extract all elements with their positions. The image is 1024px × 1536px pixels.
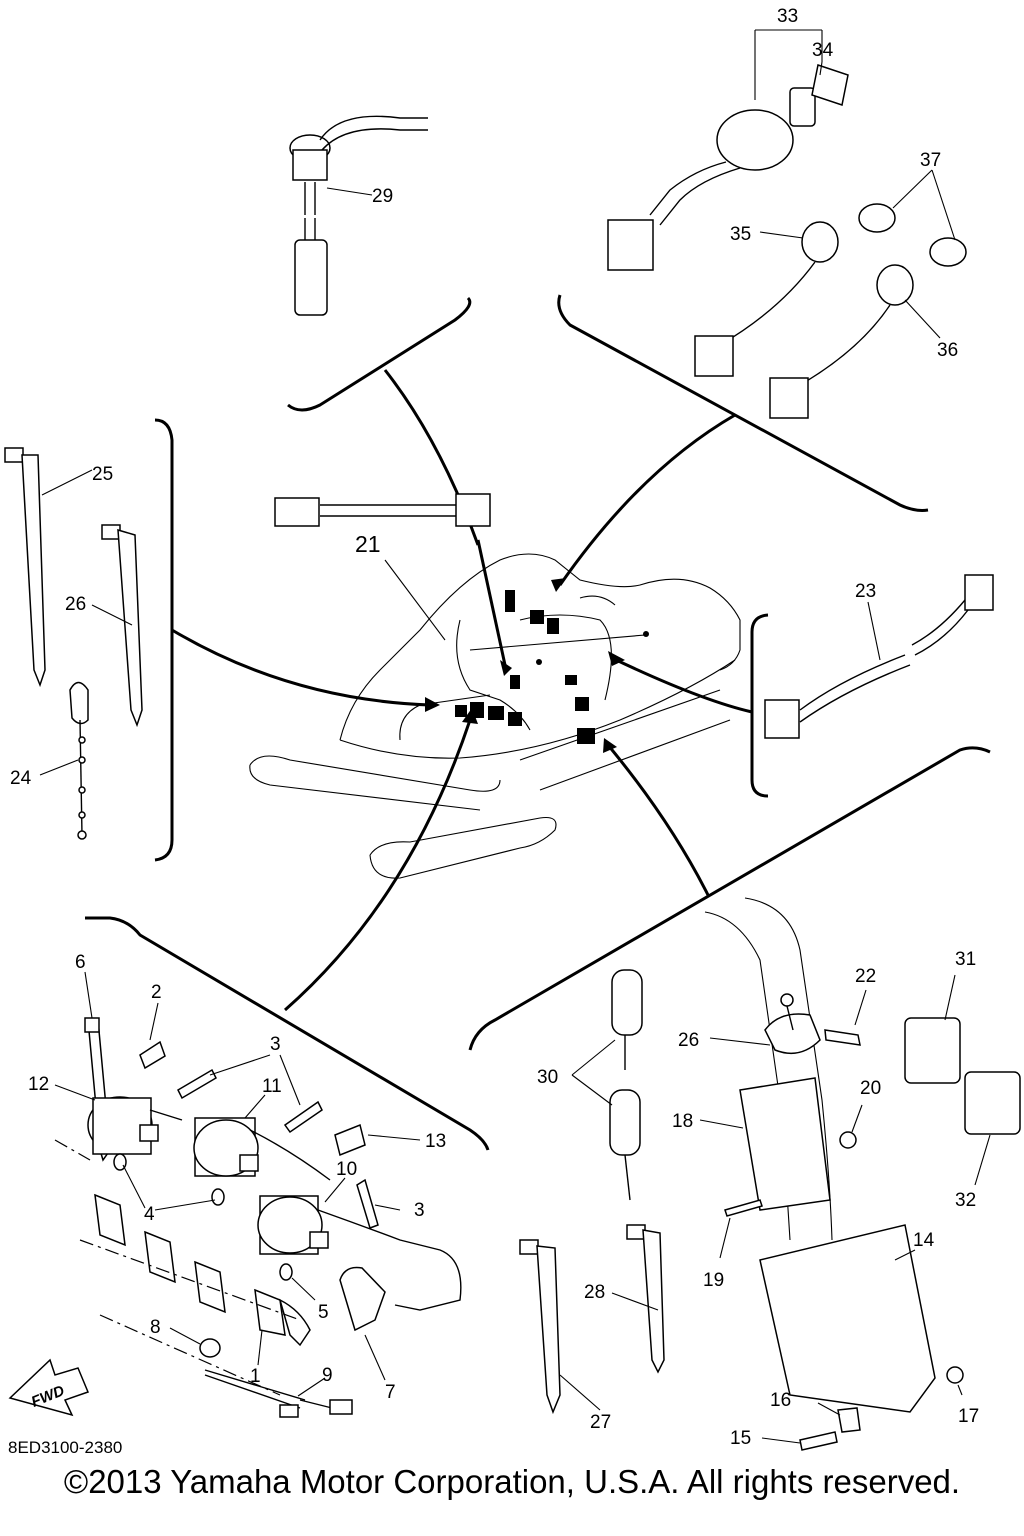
switch-36	[769, 264, 941, 419]
callout-32: 32	[955, 1190, 976, 1211]
callout-26-right: 26	[678, 1030, 699, 1051]
callout-3: 3	[270, 1034, 281, 1055]
callout-29: 29	[372, 186, 393, 207]
callout-1: 1	[250, 1366, 261, 1387]
callout-5: 5	[318, 1302, 329, 1323]
callout-leaders	[54, 971, 421, 1397]
callout-13: 13	[425, 1131, 446, 1152]
callout-12: 12	[28, 1074, 49, 1095]
clamp-24	[39, 681, 89, 840]
snowmobile-outline	[249, 553, 741, 879]
callout-16: 16	[770, 1390, 791, 1411]
callout-17: 17	[958, 1406, 979, 1427]
callout-10: 10	[336, 1159, 357, 1180]
callout-15: 15	[730, 1428, 751, 1449]
callout-21: 21	[355, 531, 381, 557]
callout-27: 27	[590, 1412, 611, 1433]
drawing-code: 8ED3100-2380	[8, 1438, 123, 1457]
switch-35	[694, 221, 839, 377]
callout-31: 31	[955, 949, 976, 970]
leader-arrows	[171, 369, 753, 1012]
cable-tie-25	[4, 447, 93, 688]
nut-37	[858, 169, 967, 267]
callout-37: 37	[920, 150, 941, 171]
electrical-box-group	[519, 897, 1021, 1451]
callout-22: 22	[855, 966, 876, 987]
callout-20: 20	[860, 1078, 881, 1099]
harness-23	[764, 574, 994, 739]
callout-36: 36	[937, 340, 958, 361]
callout-2: 2	[151, 982, 162, 1003]
callout-24: 24	[10, 768, 32, 789]
callout-30: 30	[537, 1067, 558, 1088]
copyright-notice: ©2013 Yamaha Motor Corporation, U.S.A. A…	[63, 1463, 961, 1500]
sensor-29	[289, 115, 428, 316]
ignition-switch-33	[607, 29, 849, 271]
callout-26: 26	[65, 594, 86, 615]
callout-4: 4	[144, 1204, 155, 1225]
callout-3-right: 3	[414, 1200, 425, 1221]
callout-25: 25	[92, 464, 113, 485]
group-brackets	[85, 294, 991, 1151]
callout-9: 9	[322, 1365, 333, 1386]
wire-harness-21	[274, 493, 491, 641]
callout-19: 19	[703, 1270, 724, 1291]
callout-8: 8	[150, 1317, 161, 1338]
callout-18: 18	[672, 1111, 693, 1132]
callout-35: 35	[730, 224, 751, 245]
fwd-arrow: FWD	[8, 1358, 89, 1417]
cable-tie-26	[91, 524, 143, 728]
callout-11: 11	[262, 1076, 282, 1097]
callout-labels: 1 2 3 4 5 6 7 8 9 10 11 12 13 3 14 15 16…	[10, 6, 979, 1449]
callout-28: 28	[584, 1282, 605, 1303]
callout-34: 34	[812, 40, 834, 61]
ignition-coil-group	[54, 1017, 462, 1418]
callout-7: 7	[385, 1382, 396, 1403]
callout-14: 14	[913, 1230, 935, 1251]
callout-6: 6	[75, 952, 86, 973]
callout-23: 23	[855, 581, 876, 602]
callout-33: 33	[777, 6, 798, 27]
